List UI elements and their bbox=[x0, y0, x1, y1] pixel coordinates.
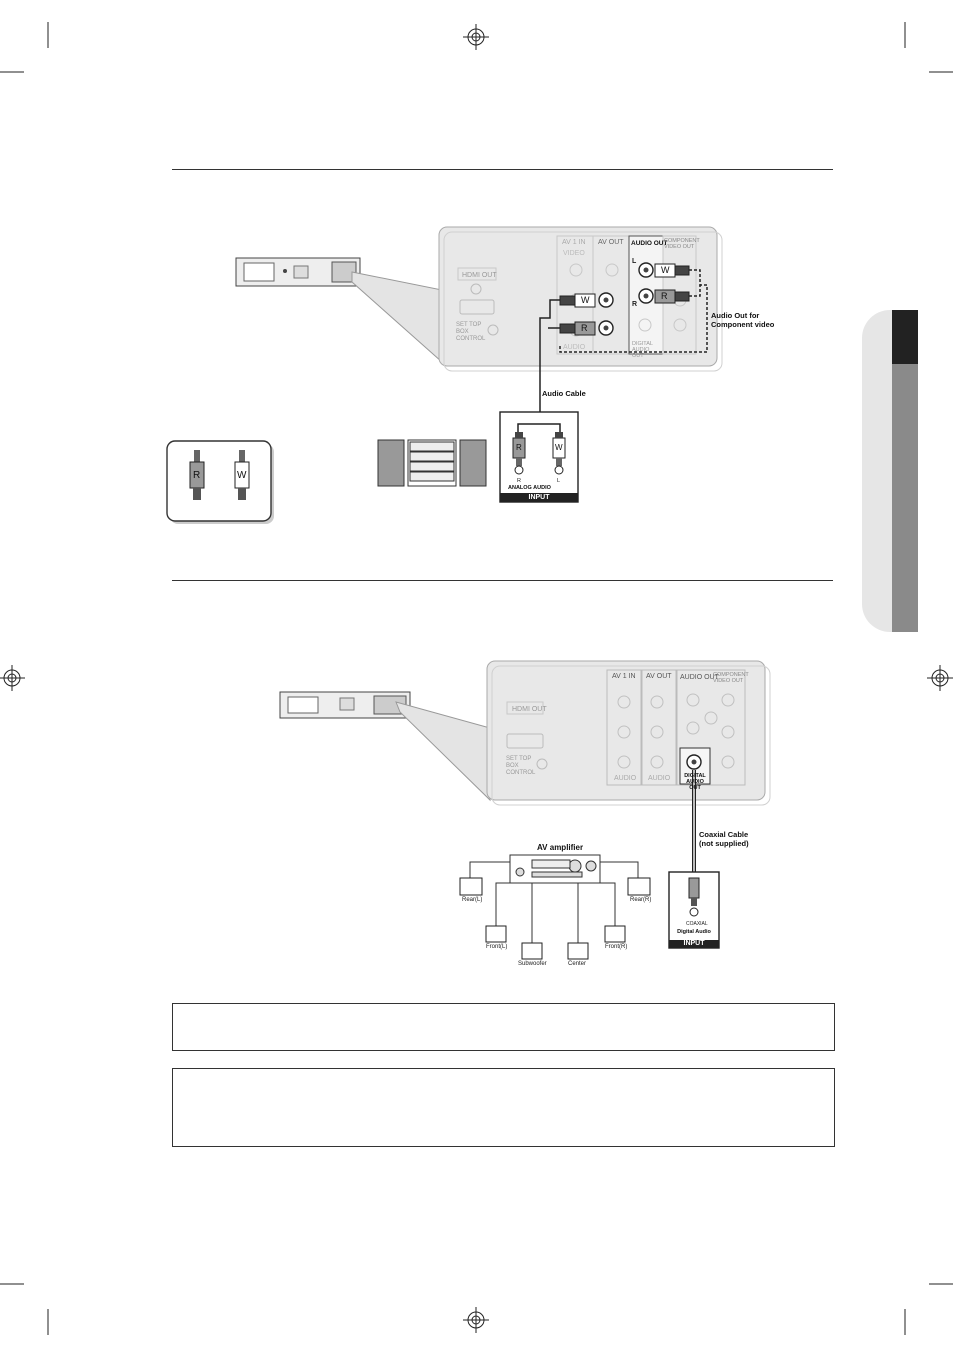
digital-audio-label: Digital Audio bbox=[677, 929, 711, 935]
input-r-plug-label: R bbox=[516, 443, 522, 452]
rear-plugs bbox=[559, 263, 690, 336]
audio-out-label-2: AUDIO OUT bbox=[680, 674, 719, 681]
coaxial-small-label: COAXIAL bbox=[686, 921, 708, 927]
input-w-plug-label: W bbox=[555, 443, 563, 452]
stereo-system-icon bbox=[377, 439, 487, 487]
audio-cable-label: Audio Cable bbox=[542, 389, 586, 398]
side-tab-mid bbox=[892, 364, 918, 632]
rear-l-label: Rear(L) bbox=[462, 897, 483, 903]
audio-label-2a: AUDIO bbox=[614, 775, 637, 782]
component-label-1: COMPONENT VIDEO OUT bbox=[664, 238, 700, 250]
set-top-label-1: SET TOP BOX CONTROL bbox=[456, 322, 486, 342]
dvd-player-icon bbox=[235, 257, 361, 287]
rca-plug-legend bbox=[166, 440, 274, 524]
audio-label-2b: AUDIO bbox=[648, 775, 671, 782]
note-text-1 bbox=[173, 1004, 834, 1020]
registration-mark-right bbox=[927, 665, 953, 691]
center-label: Center bbox=[568, 961, 587, 967]
audio-out-component-label: Audio Out for Component video bbox=[711, 311, 775, 329]
rear-w-label: W bbox=[661, 265, 670, 275]
note-box-2 bbox=[172, 1068, 835, 1147]
note-box-1 bbox=[172, 1003, 835, 1051]
rear-r-label: R bbox=[661, 291, 668, 301]
input-r-label: R bbox=[517, 478, 521, 484]
video-label-1a: VIDEO bbox=[563, 250, 585, 257]
set-top-label-2: SET TOP BOX CONTROL bbox=[506, 756, 536, 776]
rear-r-label: Rear(R) bbox=[630, 897, 652, 903]
digital-input-box bbox=[668, 871, 720, 949]
legend-w-label: W bbox=[237, 470, 247, 481]
input-label-1: INPUT bbox=[528, 494, 550, 501]
av-amplifier-label: AV amplifier bbox=[537, 843, 584, 852]
section-rule-1 bbox=[172, 169, 833, 170]
rear-r-label-2: R bbox=[581, 323, 588, 333]
rear-w-label-2: W bbox=[581, 295, 590, 305]
digital-label-2: DIGITAL AUDIO OUT bbox=[684, 773, 706, 791]
av1-label-2: AV 1 IN bbox=[612, 673, 636, 680]
analog-audio-label: ANALOG AUDIO bbox=[508, 485, 551, 491]
registration-mark-bottom bbox=[463, 1307, 489, 1333]
side-l-label: L bbox=[632, 258, 637, 265]
rear-panel-2 bbox=[486, 660, 771, 806]
av1-label-1: AV 1 IN bbox=[562, 239, 586, 246]
registration-mark-top bbox=[463, 24, 489, 50]
av-out-label-1: AV OUT bbox=[598, 239, 624, 246]
speaker-boxes bbox=[459, 877, 651, 960]
input-label-2: INPUT bbox=[683, 940, 705, 947]
note-text-2 bbox=[173, 1069, 834, 1085]
audio-out-label-1: AUDIO OUT bbox=[631, 240, 668, 247]
side-tab-dark bbox=[892, 310, 918, 364]
hdmi-out-label-1: HDMI OUT bbox=[462, 272, 497, 279]
registration-mark-left bbox=[0, 665, 25, 691]
av-amplifier-icon bbox=[509, 854, 601, 884]
av-out-label-2: AV OUT bbox=[646, 673, 672, 680]
subwoofer-label: Subwoofer bbox=[518, 961, 547, 967]
digital-label-1: DIGITAL AUDIO OUT bbox=[632, 341, 653, 359]
hdmi-out-label-2: HDMI OUT bbox=[512, 706, 547, 713]
coaxial-cable-label: Coaxial Cable (not supplied) bbox=[699, 830, 749, 848]
section-rule-2 bbox=[172, 580, 833, 581]
dvd-player-icon-2 bbox=[279, 691, 411, 719]
legend-r-label: R bbox=[193, 470, 201, 481]
input-l-label: L bbox=[557, 478, 561, 484]
audio-label-1a: AUDIO bbox=[563, 344, 586, 351]
side-r-label: R bbox=[632, 301, 638, 308]
analog-input-box bbox=[499, 411, 579, 503]
front-l-label: Front(L) bbox=[486, 944, 508, 950]
component-label-2: COMPONENT VIDEO OUT bbox=[713, 672, 749, 684]
front-r-label: Front(R) bbox=[605, 944, 628, 950]
